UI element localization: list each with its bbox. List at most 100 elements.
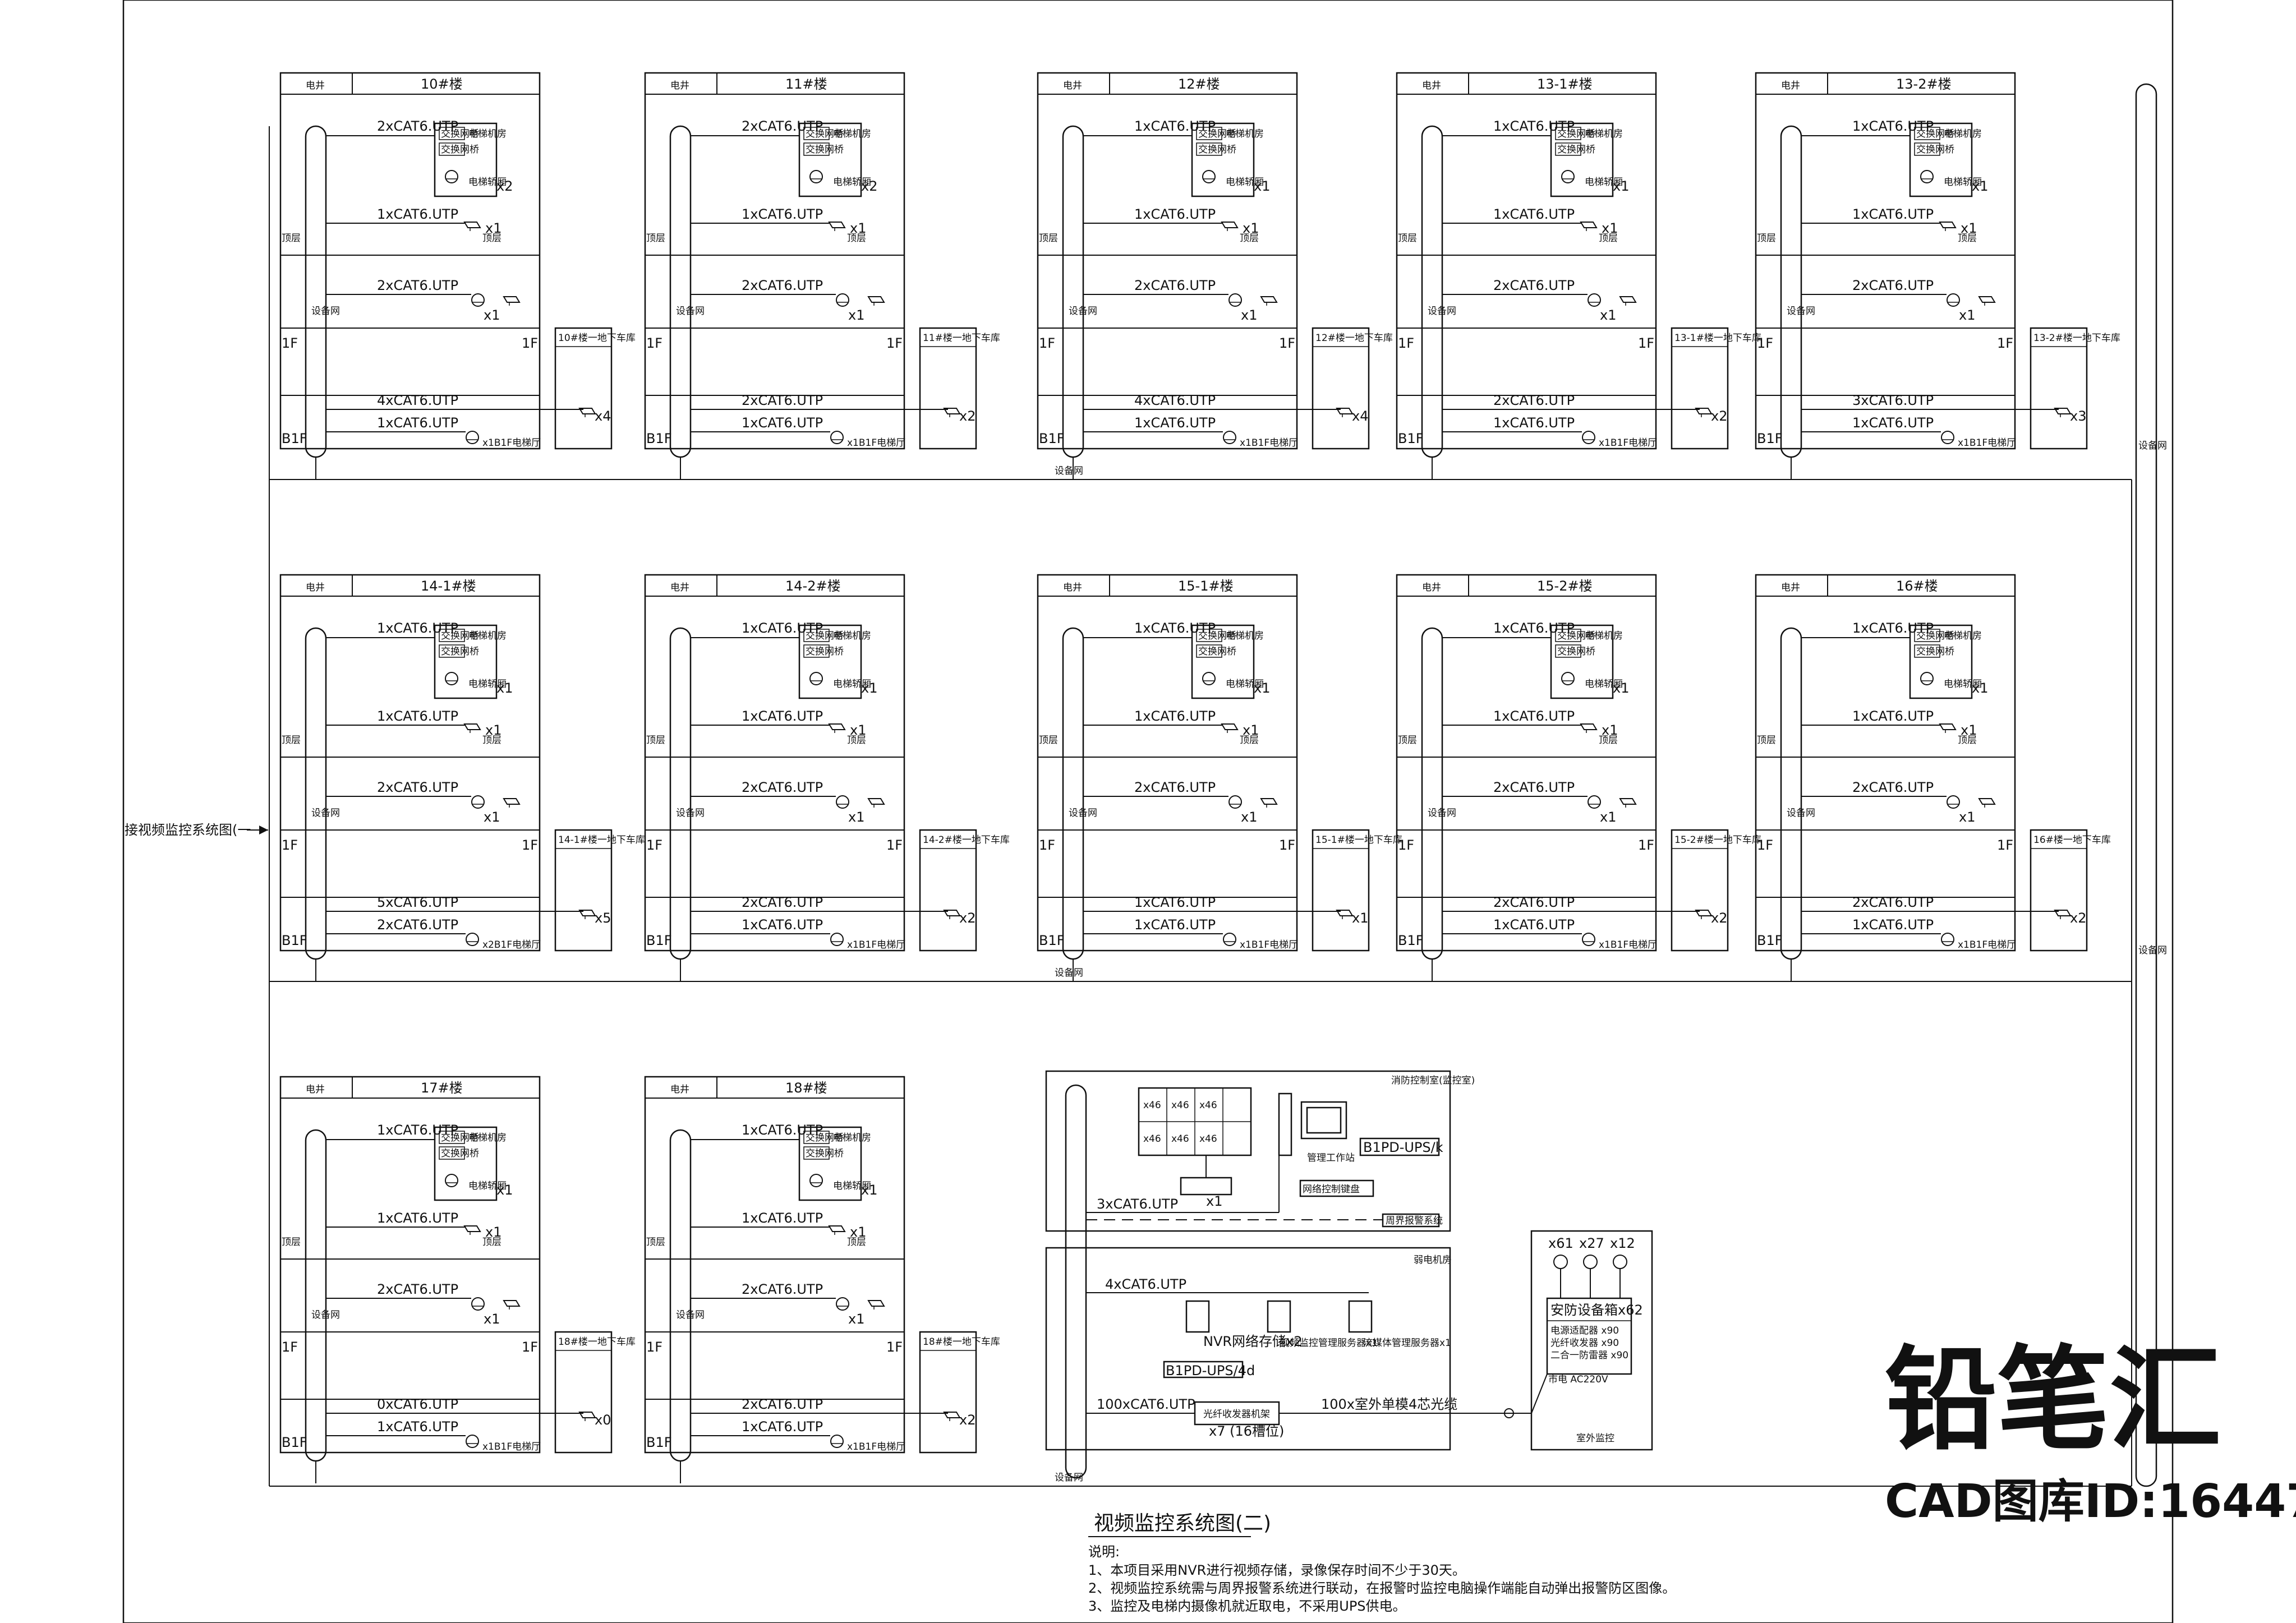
cable-label: 5xCAT6.UTP [377,895,458,910]
qty-label: x1 [496,680,513,696]
cable-label: 2xCAT6.UTP [1852,278,1934,293]
qty-label: x1 [1241,307,1257,323]
side-link-label: 接视频监控系统图(一 [125,822,251,838]
building-name: 11#楼 [785,76,827,92]
riser-label: 设备网 [676,306,705,317]
floor-label: 顶层 [482,233,501,244]
qty-label: x1 [850,722,866,738]
bus-label: 设备网 [1055,465,1083,477]
cable-label: 1xCAT6.UTP [1493,620,1575,636]
camera-icon [1223,933,1236,946]
stream-server-label: 流媒体管理服务器x1 [1363,1338,1451,1349]
bullet-camera-icon [578,1412,596,1418]
shaft-header: 电井 [1781,582,1800,593]
riser-label: 设备网 [676,1310,705,1321]
panel-text: 交换网桥 [806,128,844,140]
riser-shaft [1421,125,1443,458]
camera-icon [471,795,485,809]
camera-icon [1228,293,1242,307]
riser-label: 设备网 [311,808,340,819]
panel-text: 电梯轿厢 [1585,679,1623,690]
decoder-box [1180,1177,1232,1196]
qty-label: x1 [1613,680,1629,696]
panel-text: 交换网桥 [1557,646,1595,657]
panel-text: 电梯机房 [1226,630,1264,642]
panel-text: 电梯轿厢 [468,1181,507,1192]
security-box-title: 安防设备箱x62 [1550,1302,1643,1318]
ups-top-label: B1PD-UPS/k [1363,1140,1443,1155]
cable-label: 2xCAT6.UTP [742,895,823,910]
bullet-camera-icon [503,798,521,805]
camera-icon [836,293,849,307]
fiber-joint-icon [1504,1408,1514,1418]
qty-label: x1 [850,220,866,236]
qty-label: x0 [595,1412,611,1428]
shaft-header: 电井 [670,1084,689,1095]
floor-label: 1F [1279,837,1295,853]
cable-label: 1xCAT6.UTP [377,206,458,222]
building-name: 18#楼 [785,1080,827,1096]
floor-label: 顶层 [1398,233,1417,244]
shaft-header: 电井 [306,1084,325,1095]
bullet-camera-icon [1580,723,1598,730]
server-room-panel: 弱电机房 4xCAT6.UTP NVR网络存储x2 视频监控管理服务器x1 流媒… [1045,1247,1531,1451]
panel-text: 电梯轿厢 [1944,177,1982,188]
floor-label: 顶层 [282,735,301,746]
riser-label: 设备网 [1787,306,1815,317]
qty-label: x2 [496,178,513,194]
dome-camera-icon [1202,672,1216,685]
bullet-camera-icon [503,296,521,303]
camera-icon [1228,795,1242,809]
dome-camera-icon [809,170,823,183]
cable-label: 1xCAT6.UTP [1493,118,1575,134]
qty-label: x1B1F电梯厅 [1240,437,1298,449]
bullet-camera-icon [463,1225,481,1232]
floor-label: 1F [646,335,662,351]
panel-text: 交换网桥 [1916,646,1954,657]
elevator-panel [1191,122,1255,197]
floor-label: B1F [646,933,672,948]
cable-label: 2xCAT6.UTP [742,118,823,134]
qty-label: x1 [1254,178,1270,194]
panel-text: 电梯机房 [1944,630,1982,642]
camera-icon [466,933,479,946]
camera-icon [830,431,844,444]
camera-icon [1553,1255,1568,1269]
bullet-camera-icon [1619,296,1637,303]
qty-label: x2 [2070,910,2086,926]
cable-label: 1xCAT6.UTP [1134,895,1216,910]
qty-label: x1 [1602,220,1618,236]
panel-text: 交换网桥 [1198,128,1236,140]
shaft-header: 电井 [670,582,689,593]
cable-label: 1xCAT6.UTP [742,415,823,431]
bullet-camera-icon [463,222,481,228]
dome-camera-icon [445,672,458,685]
basement-label: 10#楼一地下车库 [558,333,636,344]
bullet-camera-icon [943,910,961,916]
ups-bottom-box [1163,1361,1244,1378]
dome-camera-icon [809,1174,823,1187]
qty-label: x1 [848,307,864,323]
floor-label: 顶层 [1599,233,1618,244]
elevator-panel [1550,122,1614,197]
building-name: 16#楼 [1896,578,1938,594]
cable-label: 2xCAT6.UTP [1493,393,1575,408]
floor-label: 1F [1279,335,1295,351]
qty-label: x1 [496,1182,513,1198]
bullet-camera-icon [1695,408,1713,414]
elevator-panel [798,624,862,699]
riser-control [1065,1084,1087,1479]
basement-box [554,327,613,450]
floor-label: B1F [282,431,307,446]
cable-label: 2xCAT6.UTP [1134,780,1216,795]
qty-label: x1 [1600,307,1616,323]
qty-label: x4 [595,408,611,424]
cable-label: 2xCAT6.UTP [742,1281,823,1297]
